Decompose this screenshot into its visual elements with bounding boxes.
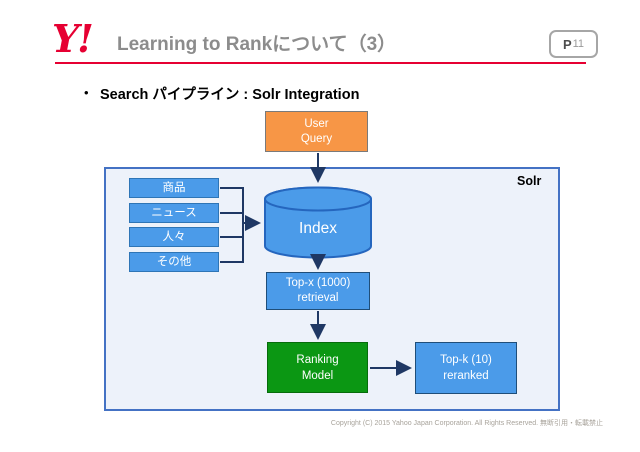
topk-line2: reranked [443, 370, 489, 382]
header-divider [55, 62, 586, 64]
slide-title: Learning to Rankについて（3） [117, 34, 397, 55]
page-number: 11 [572, 38, 585, 50]
copyright-text: Copyright (C) 2015 Yahoo Japan Corporati… [330, 420, 603, 427]
bullet-marker: • [84, 85, 89, 100]
source-label: 商品 [162, 181, 186, 194]
index-label: Index [299, 220, 337, 237]
user-query-line1: User [304, 117, 329, 130]
source-box-news: ニュース [129, 203, 219, 223]
user-query-box: User Query [265, 111, 368, 152]
source-label: ニュース [151, 206, 197, 219]
index-cylinder [263, 185, 373, 261]
source-box-people: 人々 [129, 227, 219, 247]
user-query-line2: Query [300, 132, 333, 145]
yahoo-logo: Y! [52, 16, 94, 61]
topx-line2: retrieval [297, 292, 339, 304]
source-box-products: 商品 [129, 178, 219, 198]
topx-line1: Top-x (1000) [285, 277, 351, 289]
topk-line1: Top-k (10) [440, 354, 492, 366]
topk-reranked-box: Top-k (10) reranked [415, 342, 517, 394]
page-prefix: P [562, 36, 572, 52]
solr-label: Solr [517, 174, 542, 188]
ranking-line1: Ranking [296, 353, 339, 366]
page-number-badge: P 11 [549, 30, 598, 58]
ranking-model-box: Ranking Model [267, 342, 368, 393]
source-label: その他 [156, 255, 192, 268]
source-box-others: その他 [129, 252, 219, 272]
ranking-line2: Model [301, 369, 334, 382]
bullet-text: Search パイプライン : Solr Integration [100, 87, 360, 103]
source-label: 人々 [162, 230, 186, 243]
topx-retrieval-box: Top-x (1000) retrieval [266, 272, 370, 310]
